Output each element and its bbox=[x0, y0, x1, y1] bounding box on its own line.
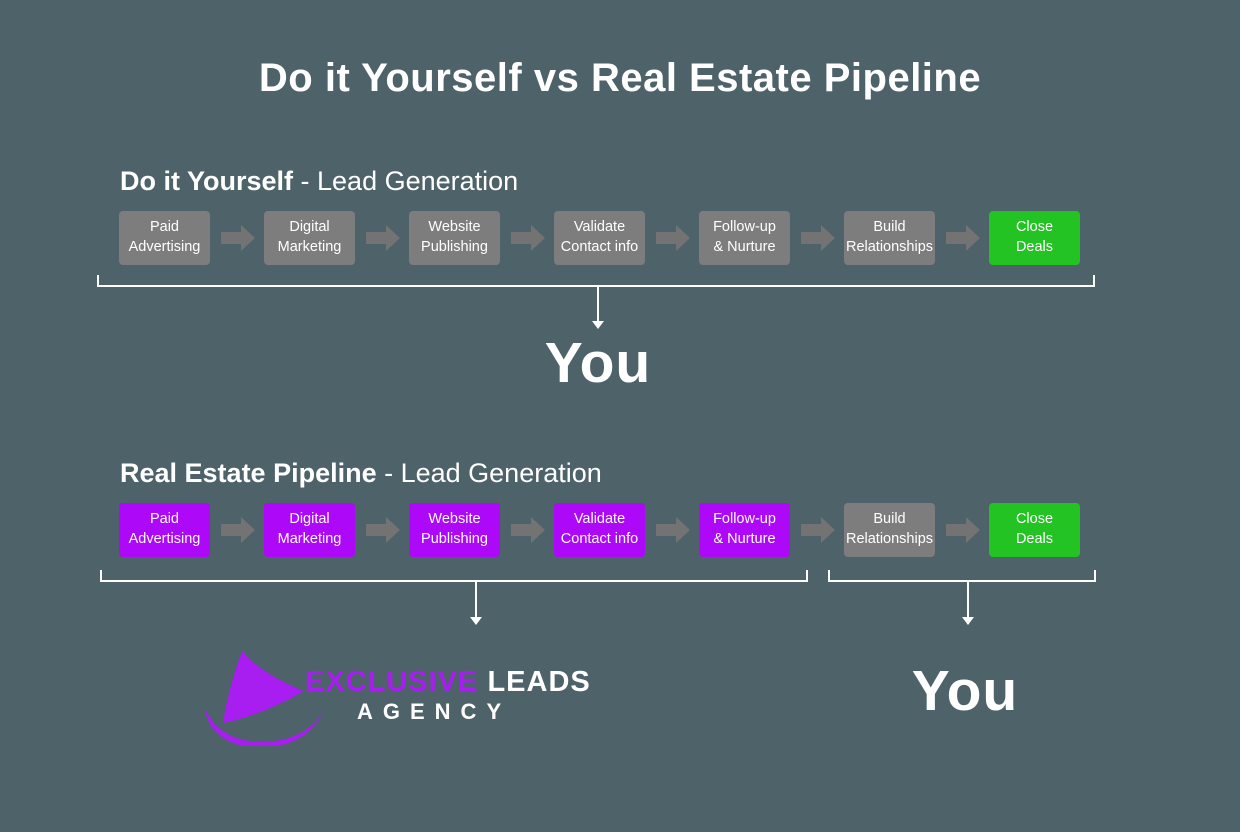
agency-step-website-publishing: Website Publishing bbox=[409, 503, 500, 557]
diy-bracket bbox=[97, 275, 1095, 287]
agency-result-label: You bbox=[911, 659, 1019, 723]
diy-step-digital-marketing: Digital Marketing bbox=[264, 211, 355, 265]
logo-wordmark: EXCLUSIVE LEADS bbox=[305, 666, 591, 699]
agency-section-heading: Real Estate Pipeline - Lead Generation bbox=[120, 458, 602, 489]
diy-heading-rest: - Lead Generation bbox=[293, 166, 519, 196]
diy-result-label: You bbox=[544, 331, 652, 395]
agency-step-digital-marketing: Digital Marketing bbox=[264, 503, 355, 557]
flow-arrow-icon bbox=[508, 517, 546, 543]
page-title: Do it Yourself vs Real Estate Pipeline bbox=[258, 56, 982, 100]
diy-step-website-publishing: Website Publishing bbox=[409, 211, 500, 265]
flow-arrow-icon bbox=[508, 225, 546, 251]
flow-arrow-icon bbox=[653, 225, 691, 251]
diy-step-validate-contact: Validate Contact info bbox=[554, 211, 645, 265]
agency-step-paid-advertising: Paid Advertising bbox=[119, 503, 210, 557]
diy-step-build-relationships: Build Relationships bbox=[844, 211, 935, 265]
diy-section-heading: Do it Yourself - Lead Generation bbox=[120, 166, 518, 197]
exclusive-leads-agency-logo: EXCLUSIVE LEADS AGENCY bbox=[197, 641, 590, 746]
logo-word-agency: AGENCY bbox=[357, 699, 512, 724]
agency-step-build-relationships: Build Relationships bbox=[844, 503, 935, 557]
flow-arrow-icon bbox=[218, 517, 256, 543]
agency-step-follow-up-nurture: Follow-up & Nurture bbox=[699, 503, 790, 557]
shark-fin-icon bbox=[205, 651, 323, 746]
diy-drop-arrow-icon bbox=[592, 287, 604, 329]
logo-word-leads: LEADS bbox=[487, 666, 591, 698]
diy-step-paid-advertising: Paid Advertising bbox=[119, 211, 210, 265]
logo-word-exclusive: EXCLUSIVE bbox=[305, 666, 479, 698]
diy-pipeline-row: Paid Advertising Digital Marketing Websi… bbox=[97, 211, 1095, 265]
agency-heading-bold: Real Estate Pipeline bbox=[120, 458, 377, 488]
flow-arrow-icon bbox=[798, 517, 836, 543]
flow-arrow-icon bbox=[363, 517, 401, 543]
agency-drop-arrow-icon bbox=[470, 582, 482, 625]
diy-step-follow-up-nurture: Follow-up & Nurture bbox=[699, 211, 790, 265]
flow-arrow-icon bbox=[943, 225, 981, 251]
agency-bracket-left bbox=[100, 570, 808, 582]
diy-heading-bold: Do it Yourself bbox=[120, 166, 294, 196]
flow-arrow-icon bbox=[798, 225, 836, 251]
diy-step-close-deals: Close Deals bbox=[989, 211, 1080, 265]
flow-arrow-icon bbox=[653, 517, 691, 543]
agency-step-close-deals: Close Deals bbox=[989, 503, 1080, 557]
flow-arrow-icon bbox=[363, 225, 401, 251]
agency-step-validate-contact: Validate Contact info bbox=[554, 503, 645, 557]
flow-arrow-icon bbox=[218, 225, 256, 251]
you-drop-arrow-icon bbox=[962, 582, 974, 625]
agency-heading-rest: - Lead Generation bbox=[376, 458, 602, 488]
flow-arrow-icon bbox=[943, 517, 981, 543]
agency-pipeline-row: Paid Advertising Digital Marketing Websi… bbox=[97, 503, 1095, 557]
agency-bracket-right bbox=[828, 570, 1096, 582]
